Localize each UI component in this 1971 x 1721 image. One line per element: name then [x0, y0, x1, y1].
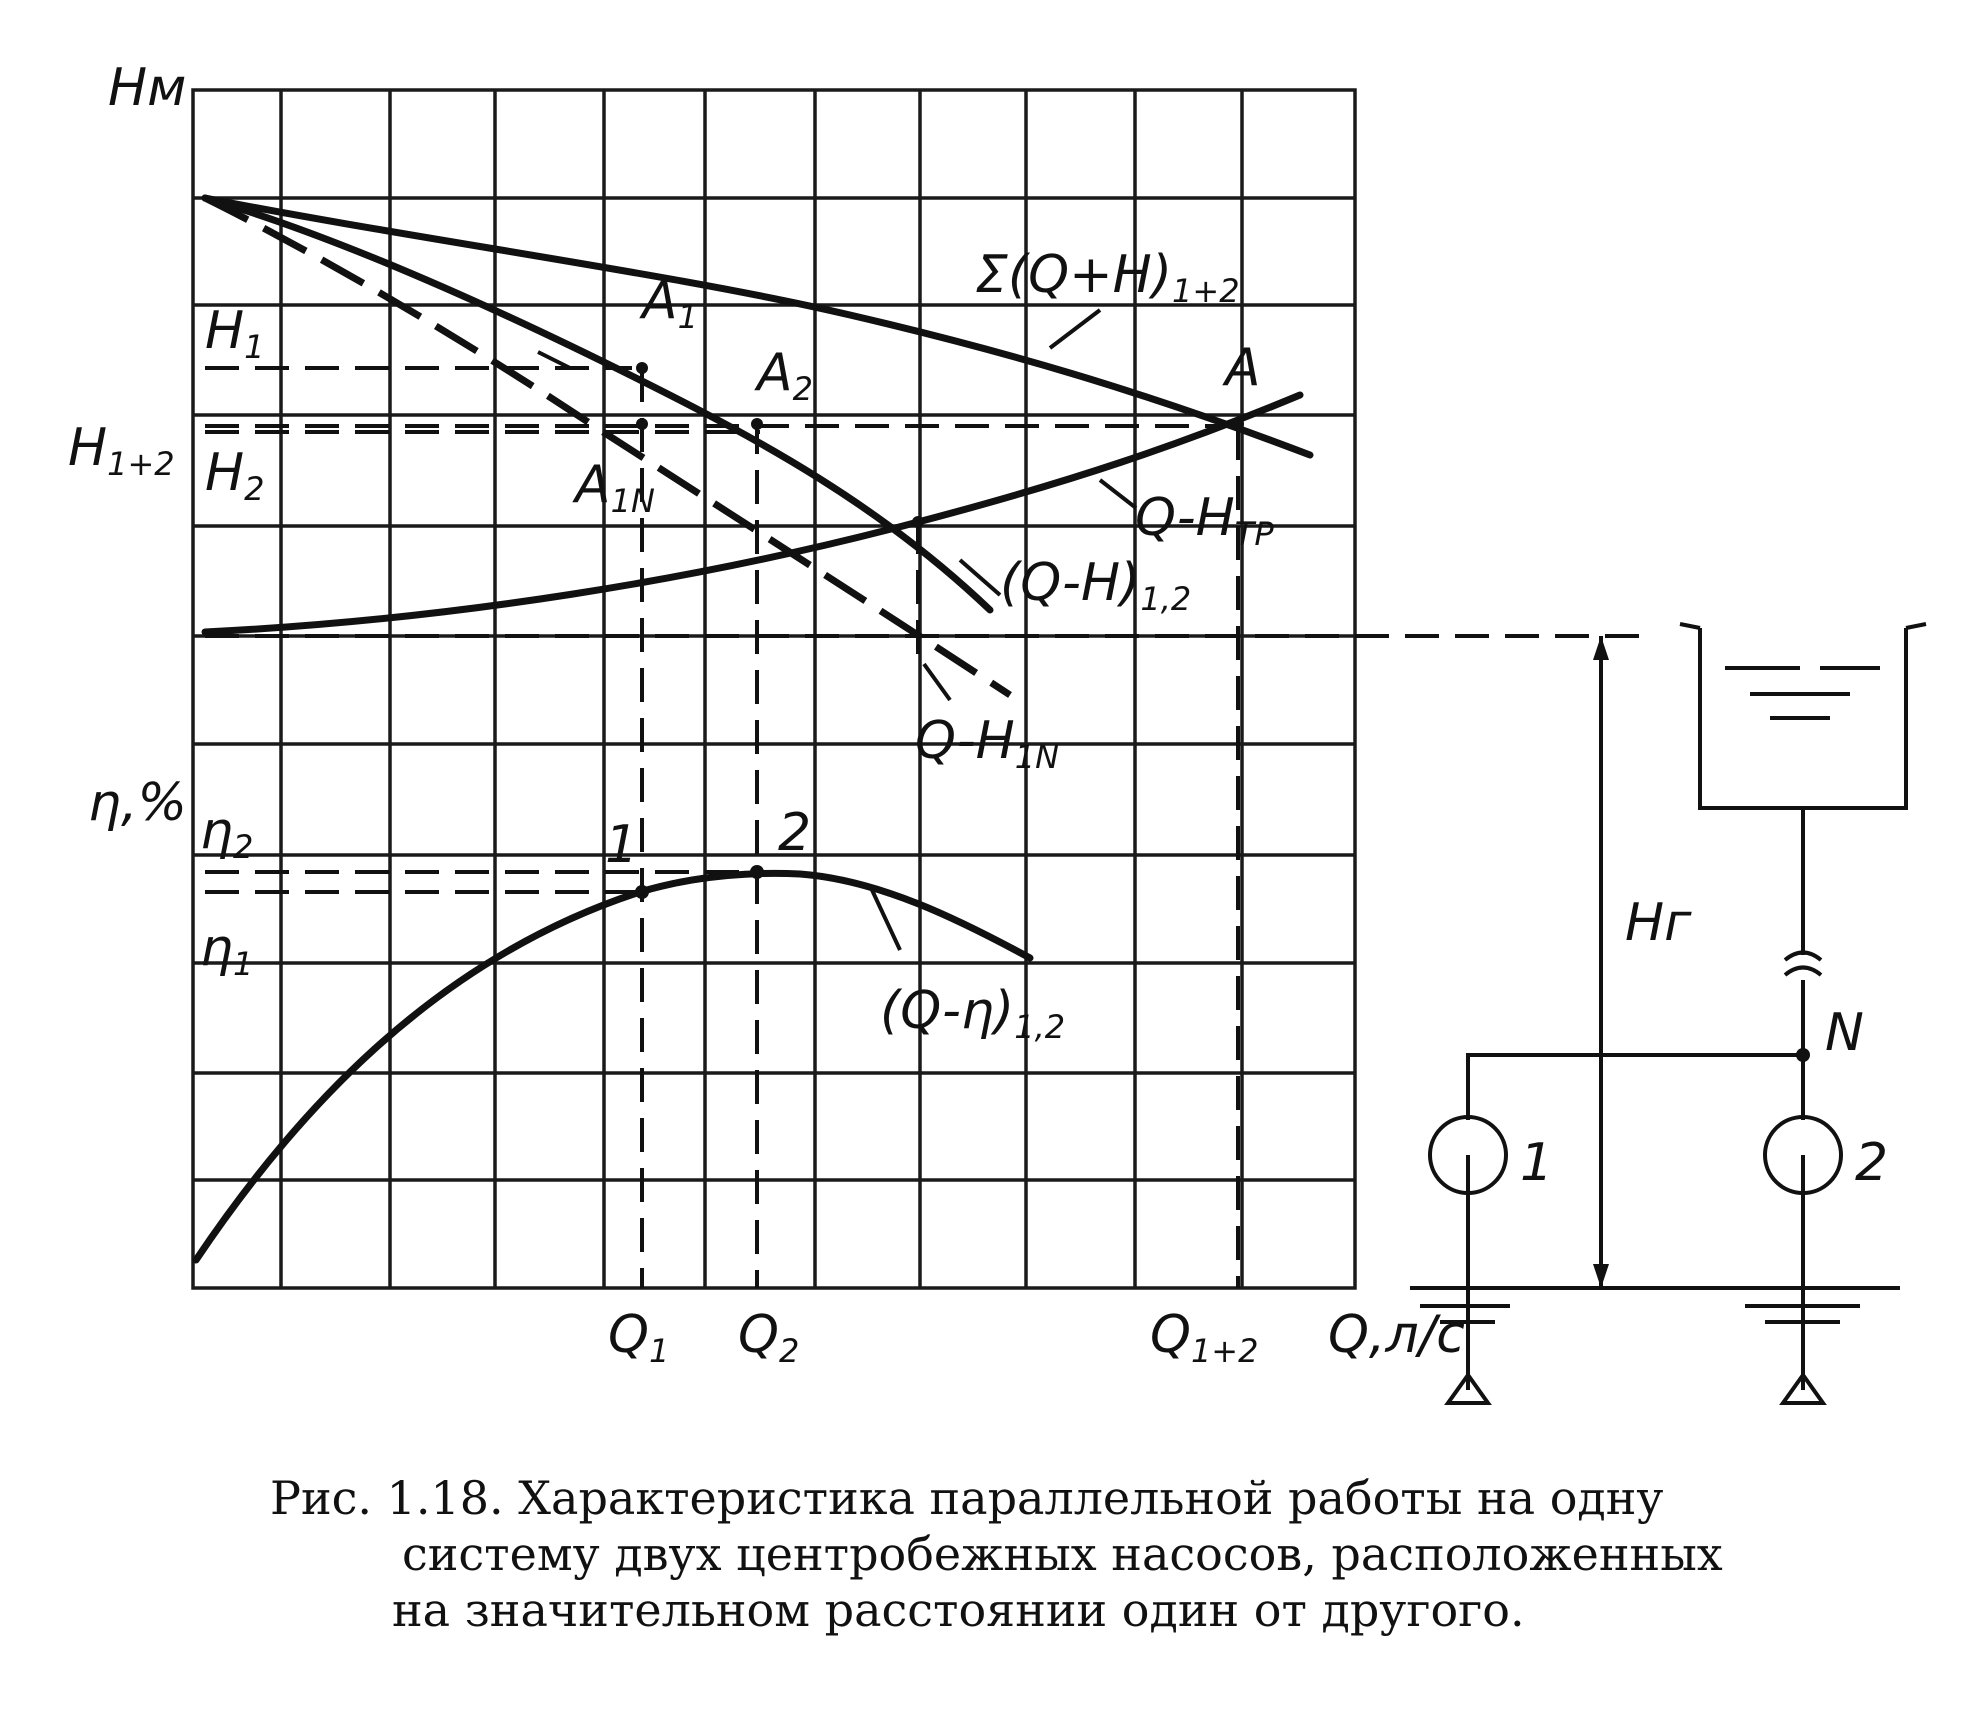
pump-1-label: 1 [1520, 1133, 1553, 1193]
eta1-label: η1 [200, 918, 253, 983]
pipe-break [1783, 950, 1823, 977]
a-label: A [1222, 338, 1261, 398]
chart-frame [191, 88, 1357, 1290]
node-n-dot [1796, 1048, 1810, 1062]
caption-line-1: Рис. 1.18. Характеристика параллельной р… [270, 1471, 1664, 1525]
pump-scheme: Нг N 1 2 [1410, 622, 1927, 1405]
sum-curve-label: Σ(Q+H)1+2 [975, 245, 1240, 310]
eta2-label: η2 [200, 801, 253, 866]
h2-label: H2 [205, 443, 264, 508]
q1-label: Q1 [608, 1305, 669, 1370]
node-n-label: N [1825, 1003, 1864, 1063]
curve-labels: Σ(Q+H)1+2 Q-HТР (Q-H)1,2 Q-H1N (Q-η)1,2 [880, 245, 1274, 1046]
point-a [1232, 418, 1244, 430]
point-labels: A1 A2 A A1N 1 2 [572, 271, 1261, 875]
efficiency-curve [192, 869, 1034, 1264]
pump12-curve [201, 194, 994, 614]
point-a1n [636, 418, 648, 430]
collector-pipe [1466, 1053, 1803, 1120]
intersection-points [635, 362, 1244, 899]
a1-label: A1 [639, 271, 698, 336]
hg-label: Нг [1625, 893, 1692, 953]
y-axis-head-label: Нм [108, 58, 186, 118]
flow-labels: Q1 Q2 Q1+2 [608, 1305, 1258, 1370]
leader-lines [537, 308, 1138, 951]
pump12-curve-label: (Q-H)1,2 [1000, 553, 1191, 618]
point-a1 [636, 362, 648, 374]
x-axis-flow-label: Q,л/с [1328, 1305, 1465, 1365]
pipe-curve-label: Q-HТР [1135, 488, 1274, 553]
h12-label: H1+2 [68, 418, 175, 483]
pump1n-curve [203, 194, 1012, 698]
point-operating [912, 516, 924, 528]
figure-caption: Рис. 1.18. Характеристика параллельной р… [270, 1470, 1770, 1638]
grid-vertical-lines [279, 90, 1244, 1288]
pipe-curve [201, 391, 1304, 636]
level-labels: H1 H1+2 H2 η2 η1 [68, 301, 264, 983]
eff-curve-label: (Q-η)1,2 [880, 981, 1065, 1046]
pump-2-label: 2 [1855, 1133, 1888, 1193]
pump-2-foot [1779, 1371, 1827, 1405]
pump1n-curve-label: Q-H1N [915, 711, 1059, 776]
pump-1-foot [1444, 1371, 1492, 1405]
dashed-guides [205, 366, 1640, 1288]
caption-line-2: систему двух центробежных насосов, распо… [402, 1527, 1723, 1581]
eff-point-1-label: 1 [605, 815, 638, 875]
sum-curve [201, 194, 1314, 459]
point-a2 [751, 418, 763, 430]
eff-point-2-label: 2 [778, 803, 811, 863]
characteristic-curves [192, 194, 1314, 1264]
axis-labels: Нм η,% Q,л/с [88, 58, 1465, 1365]
grid-horizontal-lines [193, 196, 1355, 1182]
caption-line-3: на значительном расстоянии один от друго… [392, 1583, 1525, 1637]
q2-label: Q2 [738, 1305, 799, 1370]
h1-label: H1 [205, 301, 264, 366]
tank-rim-right [1905, 622, 1927, 630]
point-eff-2 [750, 865, 764, 879]
a1n-label: A1N [572, 455, 655, 520]
point-eff-1 [635, 885, 649, 899]
y-axis-eff-label: η,% [88, 773, 187, 833]
q12-label: Q1+2 [1150, 1305, 1258, 1370]
a2-label: A2 [754, 343, 813, 408]
tank-rim-left [1679, 622, 1701, 630]
